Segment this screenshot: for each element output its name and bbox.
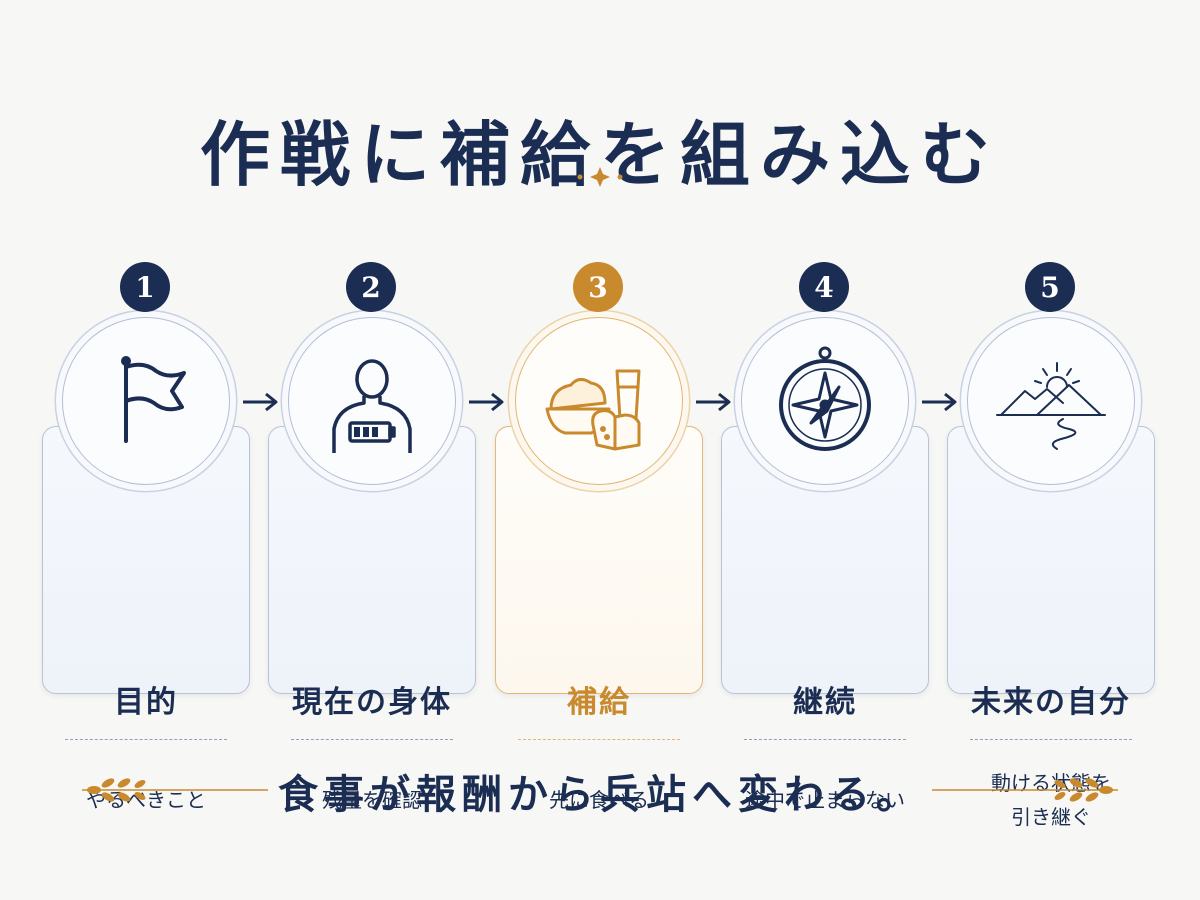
step-description: 途中で止まらない (745, 788, 905, 812)
step-description: 先に食べる (549, 788, 649, 812)
icon-circle (288, 317, 456, 485)
step-3: 3 補給 先に食べる (495, 262, 705, 812)
icon-circle (967, 317, 1135, 485)
icon-circle (515, 317, 683, 485)
step-description: 残量を確認 (322, 788, 422, 812)
step-title: 現在の身体 (292, 685, 452, 720)
step-number-badge: 5 (1025, 262, 1075, 312)
flag-icon (121, 356, 186, 443)
arrow-right-icon (696, 392, 731, 412)
laurel-left-icon (82, 778, 268, 802)
arrow-right-icon (469, 392, 504, 412)
dashed-divider (744, 739, 906, 740)
step-title: 継続 (793, 685, 857, 720)
step-5: 5 未来の自分 動ける状態を 引き継ぐ (947, 262, 1157, 829)
step-1: 1 目的 やるべきこと (42, 262, 252, 812)
step-title: 目的 (114, 685, 178, 720)
footer-message: 食事が報酬から兵站へ変わる。 (278, 771, 922, 818)
title-divider (210, 167, 990, 187)
food-icon (545, 369, 641, 451)
dashed-divider (291, 739, 453, 740)
arrow-right-icon (243, 392, 278, 412)
step-title: 未来の自分 (971, 685, 1131, 720)
page-title: 作戦に補給を組み込む (200, 112, 1000, 196)
dashed-divider (970, 739, 1132, 740)
mountain-sunrise-icon (996, 362, 1106, 450)
step-description: やるべきこと (86, 788, 206, 812)
step-4: 4 継続 途中で止まらない (721, 262, 931, 812)
step-number-badge: 4 (799, 262, 849, 312)
icon-circle (741, 317, 909, 485)
arrow-right-icon (922, 392, 957, 412)
step-2: 2 現在の身体 残量を確認 (268, 262, 478, 812)
step-number-badge: 2 (346, 262, 396, 312)
icon-circle (62, 317, 230, 485)
dashed-divider (518, 739, 680, 740)
step-title: 補給 (567, 685, 631, 720)
step-number-badge: 1 (120, 262, 170, 312)
laurel-right-icon (932, 778, 1118, 802)
body-battery-icon (332, 359, 412, 453)
step-number-badge: 3 (573, 262, 623, 312)
dashed-divider (65, 739, 227, 740)
step-card: 現在の身体 残量を確認 (268, 426, 476, 812)
compass-icon (779, 346, 871, 451)
